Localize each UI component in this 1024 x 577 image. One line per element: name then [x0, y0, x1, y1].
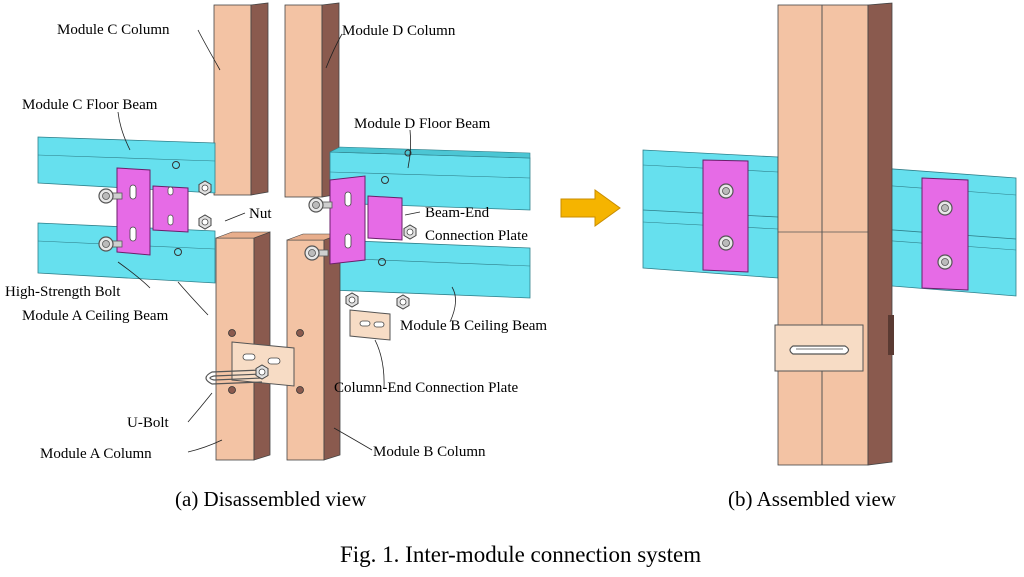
column-end-plate: [231, 309, 391, 387]
label-beam-end-plate-2: Connection Plate: [425, 228, 528, 244]
right-arrow-icon: [560, 189, 621, 227]
subcaption-a: (a) Disassembled view: [175, 487, 367, 511]
assembled-view: [642, 2, 1017, 466]
module-d-column: [284, 2, 340, 198]
label-module-c-column: Module C Column: [57, 22, 170, 38]
label-module-d-floor-beam: Module D Floor Beam: [354, 116, 491, 132]
assembled-plate-right: [921, 177, 969, 291]
module-d-floor-beam: [329, 146, 531, 211]
module-b-column: [286, 233, 341, 461]
high-strength-bolt: [98, 188, 333, 261]
module-b-ceiling-beam: [329, 239, 531, 299]
label-layer: Module C Column Module D Column Module C…: [5, 22, 547, 462]
figure-caption: Fig. 1. Inter-module connection system: [340, 542, 701, 567]
module-c-column: [213, 2, 269, 196]
label-column-end-plate: Column-End Connection Plate: [334, 380, 518, 396]
label-module-a-ceiling-beam: Module A Ceiling Beam: [22, 308, 169, 324]
label-module-d-column: Module D Column: [342, 23, 456, 39]
beam-end-plate-left: [116, 167, 189, 256]
label-module-b-ceiling-beam: Module B Ceiling Beam: [400, 318, 547, 334]
disassembled-view: Module C Column Module D Column Module C…: [5, 2, 547, 462]
label-nut: Nut: [249, 206, 272, 222]
assembled-column-end-plate: [774, 324, 864, 372]
beam-end-plate-right: [329, 175, 403, 265]
assembled-columns: [777, 2, 894, 466]
u-bolt: [205, 364, 269, 385]
label-module-c-floor-beam: Module C Floor Beam: [22, 97, 158, 113]
label-module-a-column: Module A Column: [40, 446, 152, 462]
label-beam-end-plate-1: Beam-End: [425, 205, 490, 221]
label-module-b-column: Module B Column: [373, 444, 486, 460]
label-u-bolt: U-Bolt: [127, 415, 170, 431]
leader-lines: [117, 29, 456, 453]
subcaption-b: (b) Assembled view: [728, 487, 897, 511]
assembled-plate-left: [702, 159, 749, 273]
label-high-strength-bolt: High-Strength Bolt: [5, 284, 121, 300]
module-c-floor-beam: [37, 136, 216, 194]
